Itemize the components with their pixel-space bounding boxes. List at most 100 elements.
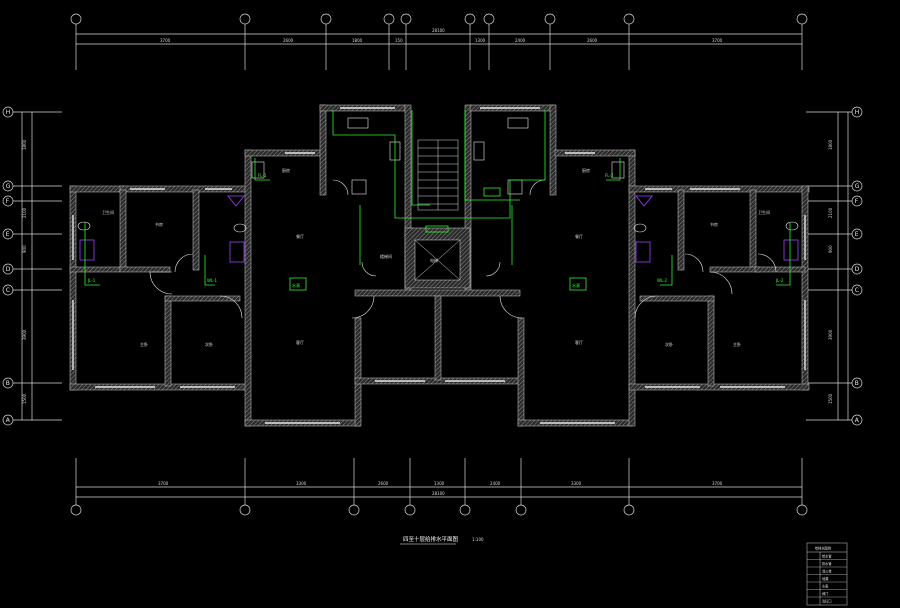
left-axis-label-A: A (6, 417, 11, 424)
left-dim-3: 900 (22, 245, 27, 253)
wall-right-inner-1 (677, 189, 685, 271)
right-axis-label-D: D (855, 266, 860, 273)
pipe-tags: JL-1 WL-1 FL-1 JL-2 WL-2 FL-2 水表 水表 (87, 173, 784, 288)
right-dim-3: 900 (828, 245, 833, 253)
room-right-kitchen: 厨房 (582, 167, 590, 173)
right-axis-label-C: C (855, 287, 859, 294)
left-axis-label-D: D (6, 266, 11, 273)
tag-left-riser-2: WL-1 (207, 278, 218, 283)
legend-row-1: 给水管 (822, 554, 832, 559)
drawing-scale: 1:100 (472, 537, 484, 542)
room-left-study: 书房 (155, 221, 163, 227)
drawing-title-block: 四至十层给排水平面图 1:100 (400, 535, 484, 545)
room-right-dining: 餐厅 (575, 233, 583, 239)
tag-left-riser-3: FL-1 (258, 173, 267, 178)
sanitary-fixtures (79, 195, 799, 263)
axis-bubble-labels: H G F E D C B A H G F E D C B A (6, 109, 860, 424)
bottom-dim-2: 3300 (296, 481, 307, 486)
wall-right-inner-3 (709, 266, 761, 273)
room-lift: 电梯 (430, 257, 438, 263)
wall-left-living-2 (354, 317, 362, 427)
right-toilet-icon (635, 195, 653, 207)
left-washbasin-icon (79, 239, 95, 261)
tag-right-meter-box: 水表 (572, 282, 580, 288)
right-axis-label-G: G (855, 183, 860, 190)
bottom-axis-group (70, 458, 808, 516)
tag-left-meter-box: 水表 (292, 282, 300, 288)
wall-right-inner-5 (707, 295, 715, 387)
room-left-bed-main: 主卧 (140, 341, 148, 347)
left-shower-icon (229, 241, 245, 263)
right-axis-label-B: B (855, 380, 859, 387)
wall-left-inner-4 (119, 266, 171, 273)
right-shower-icon (635, 241, 651, 263)
legend-row-7: 清扫口 (822, 599, 832, 604)
room-left-bath: 卫生间 (102, 209, 114, 215)
left-axis-label-E: E (6, 231, 10, 238)
water-pipes (84, 110, 791, 291)
wall-right-inner-2 (749, 189, 757, 271)
bottom-dim-1: 3700 (158, 481, 169, 486)
legend-row-4: 地漏 (822, 576, 828, 581)
room-left-dining: 餐厅 (296, 233, 304, 239)
left-axis-label-G: G (6, 183, 11, 190)
wall-mid-divider (434, 295, 442, 381)
tag-right-riser-2: WL-2 (657, 278, 668, 283)
top-dimension-texts: 3700 2600 1800 150 1300 2400 2600 3700 2… (160, 28, 723, 43)
door-swings (149, 179, 777, 319)
tag-left-riser-1: JL-1 (87, 278, 96, 283)
bottom-dim-3: 2600 (378, 481, 389, 486)
windows (72, 107, 806, 424)
wall-left-inner-1 (119, 189, 127, 271)
wall-left-core-1 (319, 104, 327, 196)
bottom-dim-5: 2400 (490, 481, 501, 486)
right-axis-label-H: H (855, 109, 860, 116)
legend-row-2: 排水管 (822, 561, 832, 566)
room-stair-hall: 楼梯间 (380, 253, 392, 259)
wall-left-inner-3 (69, 266, 121, 273)
top-dim-1: 3700 (160, 38, 171, 43)
left-dim-4: 3900 (22, 329, 27, 340)
right-axis-label-A: A (855, 417, 860, 424)
room-right-bath: 卫生间 (758, 209, 770, 215)
tag-right-riser-1: JL-2 (775, 278, 784, 283)
left-axis-label-H: H (6, 109, 11, 116)
lift-pipe-box (425, 225, 449, 233)
room-labels: 客厅 餐厅 主卧 次卧 书房 厨房 卫生间 客厅 餐厅 主卧 次卧 书房 厨房 … (102, 167, 770, 347)
wall-left-living-1 (244, 149, 252, 427)
wall-right-inner-4 (754, 266, 806, 273)
wall-right-bottom (628, 383, 810, 391)
top-dim-2: 2600 (283, 38, 294, 43)
drawing-title: 四至十层给排水平面图 (403, 535, 459, 543)
stair-core (404, 139, 471, 289)
wall-left-inner-2 (192, 189, 200, 271)
wall-left-top (69, 185, 126, 193)
room-right-bed-main: 主卧 (733, 341, 741, 347)
legend-header: 给排水图例 (815, 546, 831, 551)
bottom-axis-bubbles (70, 504, 808, 516)
left-meter-box-outline (289, 277, 307, 291)
top-axis-lines (75, 24, 803, 70)
right-meter-box-outline (569, 277, 587, 291)
top-axis-bubbles (70, 13, 808, 25)
legend-row-5: 水表 (822, 584, 829, 589)
top-dim-total: 28100 (432, 28, 445, 33)
legend-row-3: 消火栓 (822, 569, 832, 574)
bottom-dim-7: 3700 (712, 481, 723, 486)
right-dim-4: 3900 (828, 329, 833, 340)
left-dim-5: 1500 (22, 393, 27, 404)
room-right-bed-second: 次卧 (665, 341, 673, 347)
legend-row-6: 阀门 (822, 591, 828, 596)
wall-core-bottom (354, 289, 521, 297)
right-dim-5: 1500 (828, 393, 833, 404)
right-dim-2: 2100 (828, 207, 833, 218)
left-toilet-icon (227, 195, 245, 207)
tag-right-riser-3: FL-2 (605, 173, 614, 178)
bottom-dimension-texts: 3700 3300 2600 1300 2400 3300 3700 28100 (158, 481, 723, 496)
top-dim-6: 2400 (515, 38, 526, 43)
left-axis-label-C: C (6, 287, 10, 294)
right-axis-label-E: E (855, 231, 859, 238)
wall-right-inner-6 (639, 295, 715, 302)
